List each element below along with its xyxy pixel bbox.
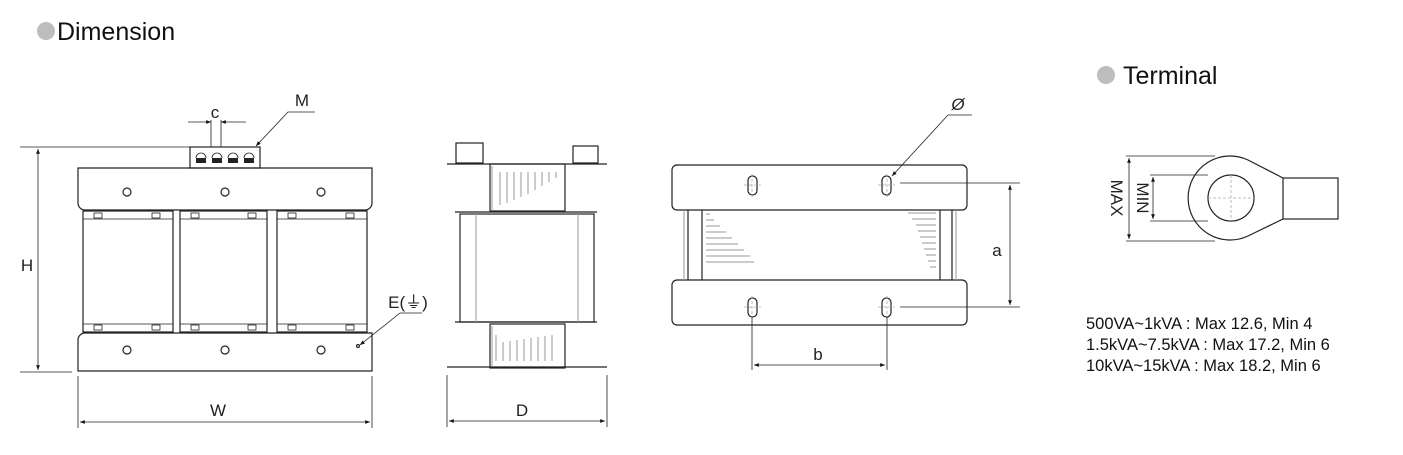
spec-line: 1.5kVA~7.5kVA : Max 17.2, Min 6	[1086, 336, 1330, 354]
phi-label: Ø	[950, 95, 966, 114]
terminal-spec-list: 500VA~1kVA : Max 12.6, Min 4 1.5kVA~7.5k…	[1086, 315, 1330, 375]
width-label: W	[210, 401, 226, 420]
c-label: c	[211, 103, 220, 122]
terminal-heading: Terminal	[1097, 62, 1217, 90]
earth-label: E(⏚)	[388, 293, 428, 312]
dimension-heading: Dimension	[37, 18, 175, 46]
b-label: b	[813, 345, 822, 364]
terminal-title: Terminal	[1123, 62, 1217, 90]
bullet-icon	[1097, 66, 1115, 84]
min-label: MIN	[1133, 182, 1152, 213]
terminal-lug-diagram: MAX MIN	[1107, 155, 1339, 242]
m-label: M	[295, 91, 309, 110]
front-view: H W c M E(⏚)	[20, 91, 428, 428]
side-view: D	[446, 142, 608, 427]
height-label: H	[21, 256, 33, 275]
bullet-icon	[37, 22, 55, 40]
max-label: MAX	[1107, 180, 1126, 217]
depth-label: D	[516, 401, 528, 420]
top-view: a b Ø	[671, 95, 1020, 370]
dimension-title: Dimension	[57, 18, 175, 46]
spec-line: 500VA~1kVA : Max 12.6, Min 4	[1086, 315, 1312, 333]
spec-line: 10kVA~15kVA : Max 18.2, Min 6	[1086, 357, 1321, 375]
a-label: a	[992, 241, 1002, 260]
